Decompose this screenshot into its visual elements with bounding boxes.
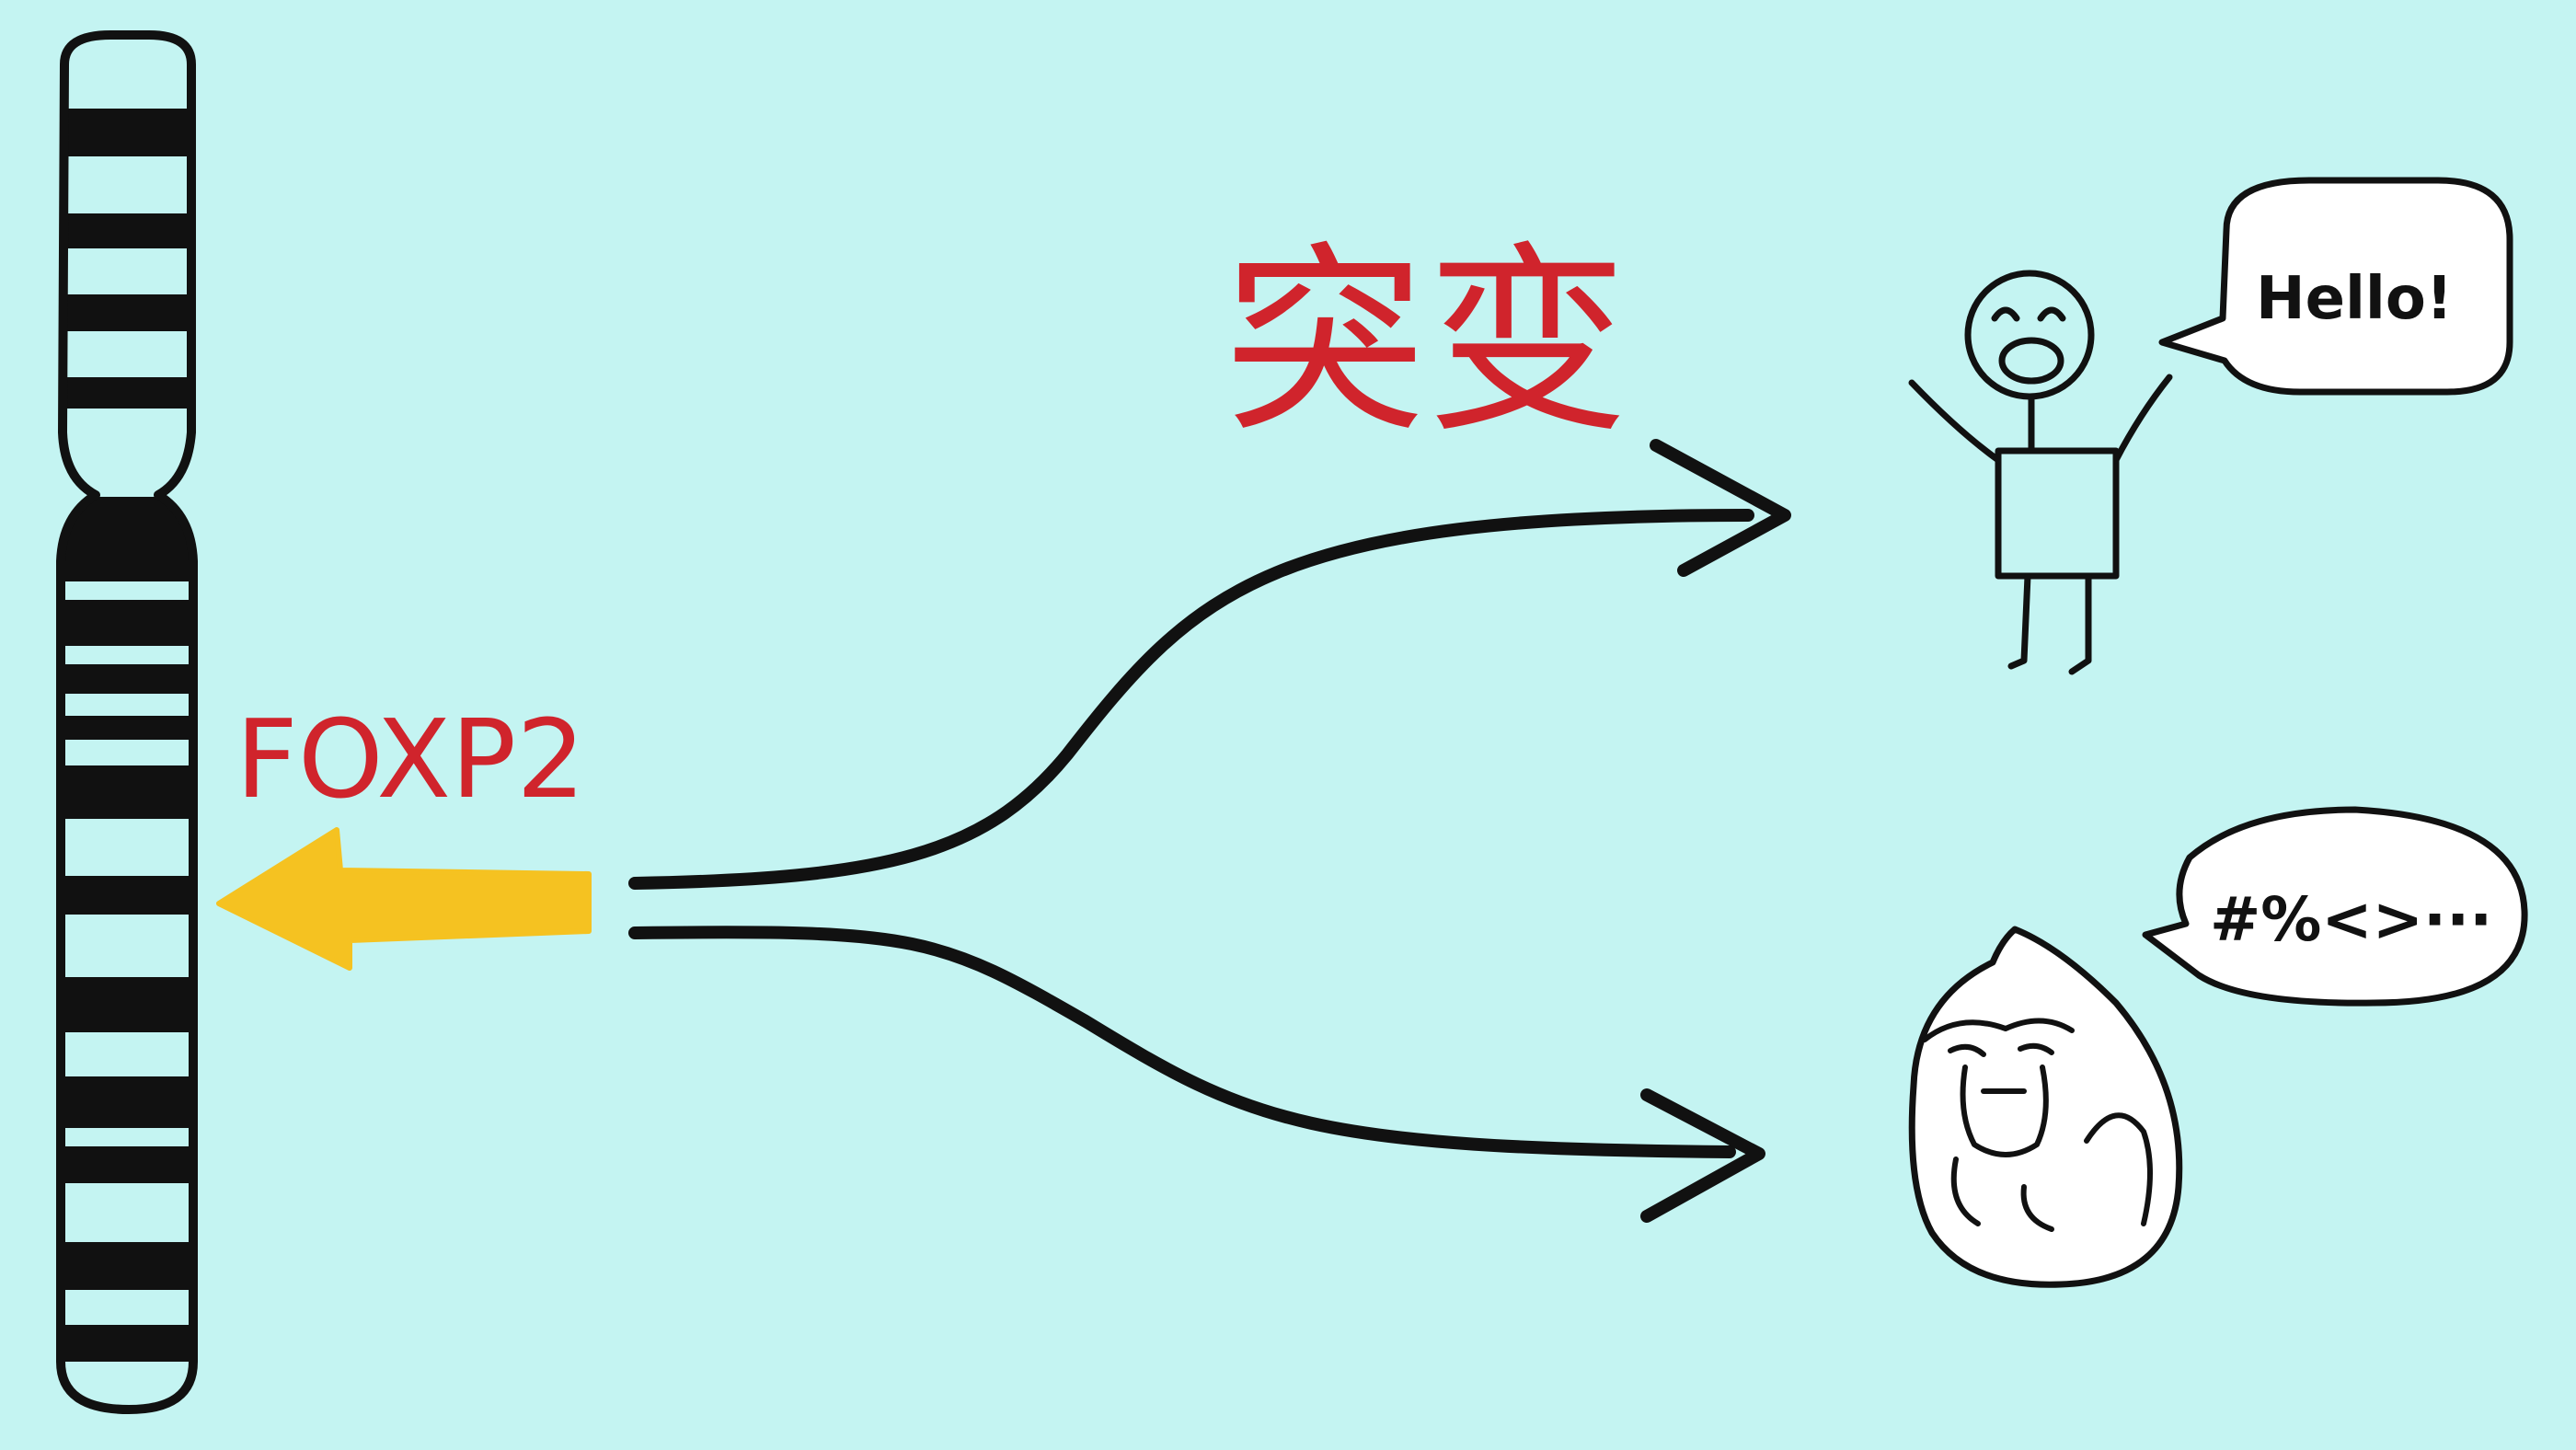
ape-arm-left (1950, 1157, 1981, 1226)
human-speech-bubble: Hello! (2158, 177, 2513, 396)
ape-figure (1908, 926, 2183, 1288)
human-mouth (1998, 337, 2064, 385)
branch-arrows (628, 439, 1791, 1223)
human-left-leg (2007, 572, 2031, 670)
human-speech-text: Hello! (2256, 265, 2453, 333)
chromosome-outline (56, 30, 198, 1414)
mutation-label: 突变 (1224, 224, 1628, 460)
human-left-eye (1991, 306, 2020, 322)
human-body (1995, 447, 2120, 580)
upper-arrowhead (1650, 439, 1791, 577)
lower-branch-line (628, 926, 1736, 1158)
ape-muzzle (1960, 1064, 2049, 1157)
gene-pointer-arrow (216, 827, 592, 971)
chromosome-bands (61, 109, 193, 1362)
ape-shoulder (2084, 1112, 2153, 1226)
ape-arm-right (2020, 1184, 2054, 1232)
ape-right-eye (2018, 1042, 2054, 1055)
gene-label: FOXP2 (236, 696, 585, 823)
human-left-arm (1908, 379, 2002, 464)
chromosome (56, 30, 198, 1414)
human-right-arm (2112, 374, 2173, 464)
lower-arrowhead (1640, 1088, 1765, 1223)
upper-branch-line (628, 509, 1754, 890)
ape-left-eye (1948, 1043, 1986, 1057)
ape-speech-text: #%<>··· (2210, 884, 2492, 955)
human-figure (1908, 270, 2173, 675)
ape-speech-bubble: #%<>··· (2142, 806, 2528, 1007)
human-right-leg (2068, 572, 2092, 675)
ape-brow (1922, 1018, 2075, 1042)
human-right-eye (2037, 306, 2066, 322)
